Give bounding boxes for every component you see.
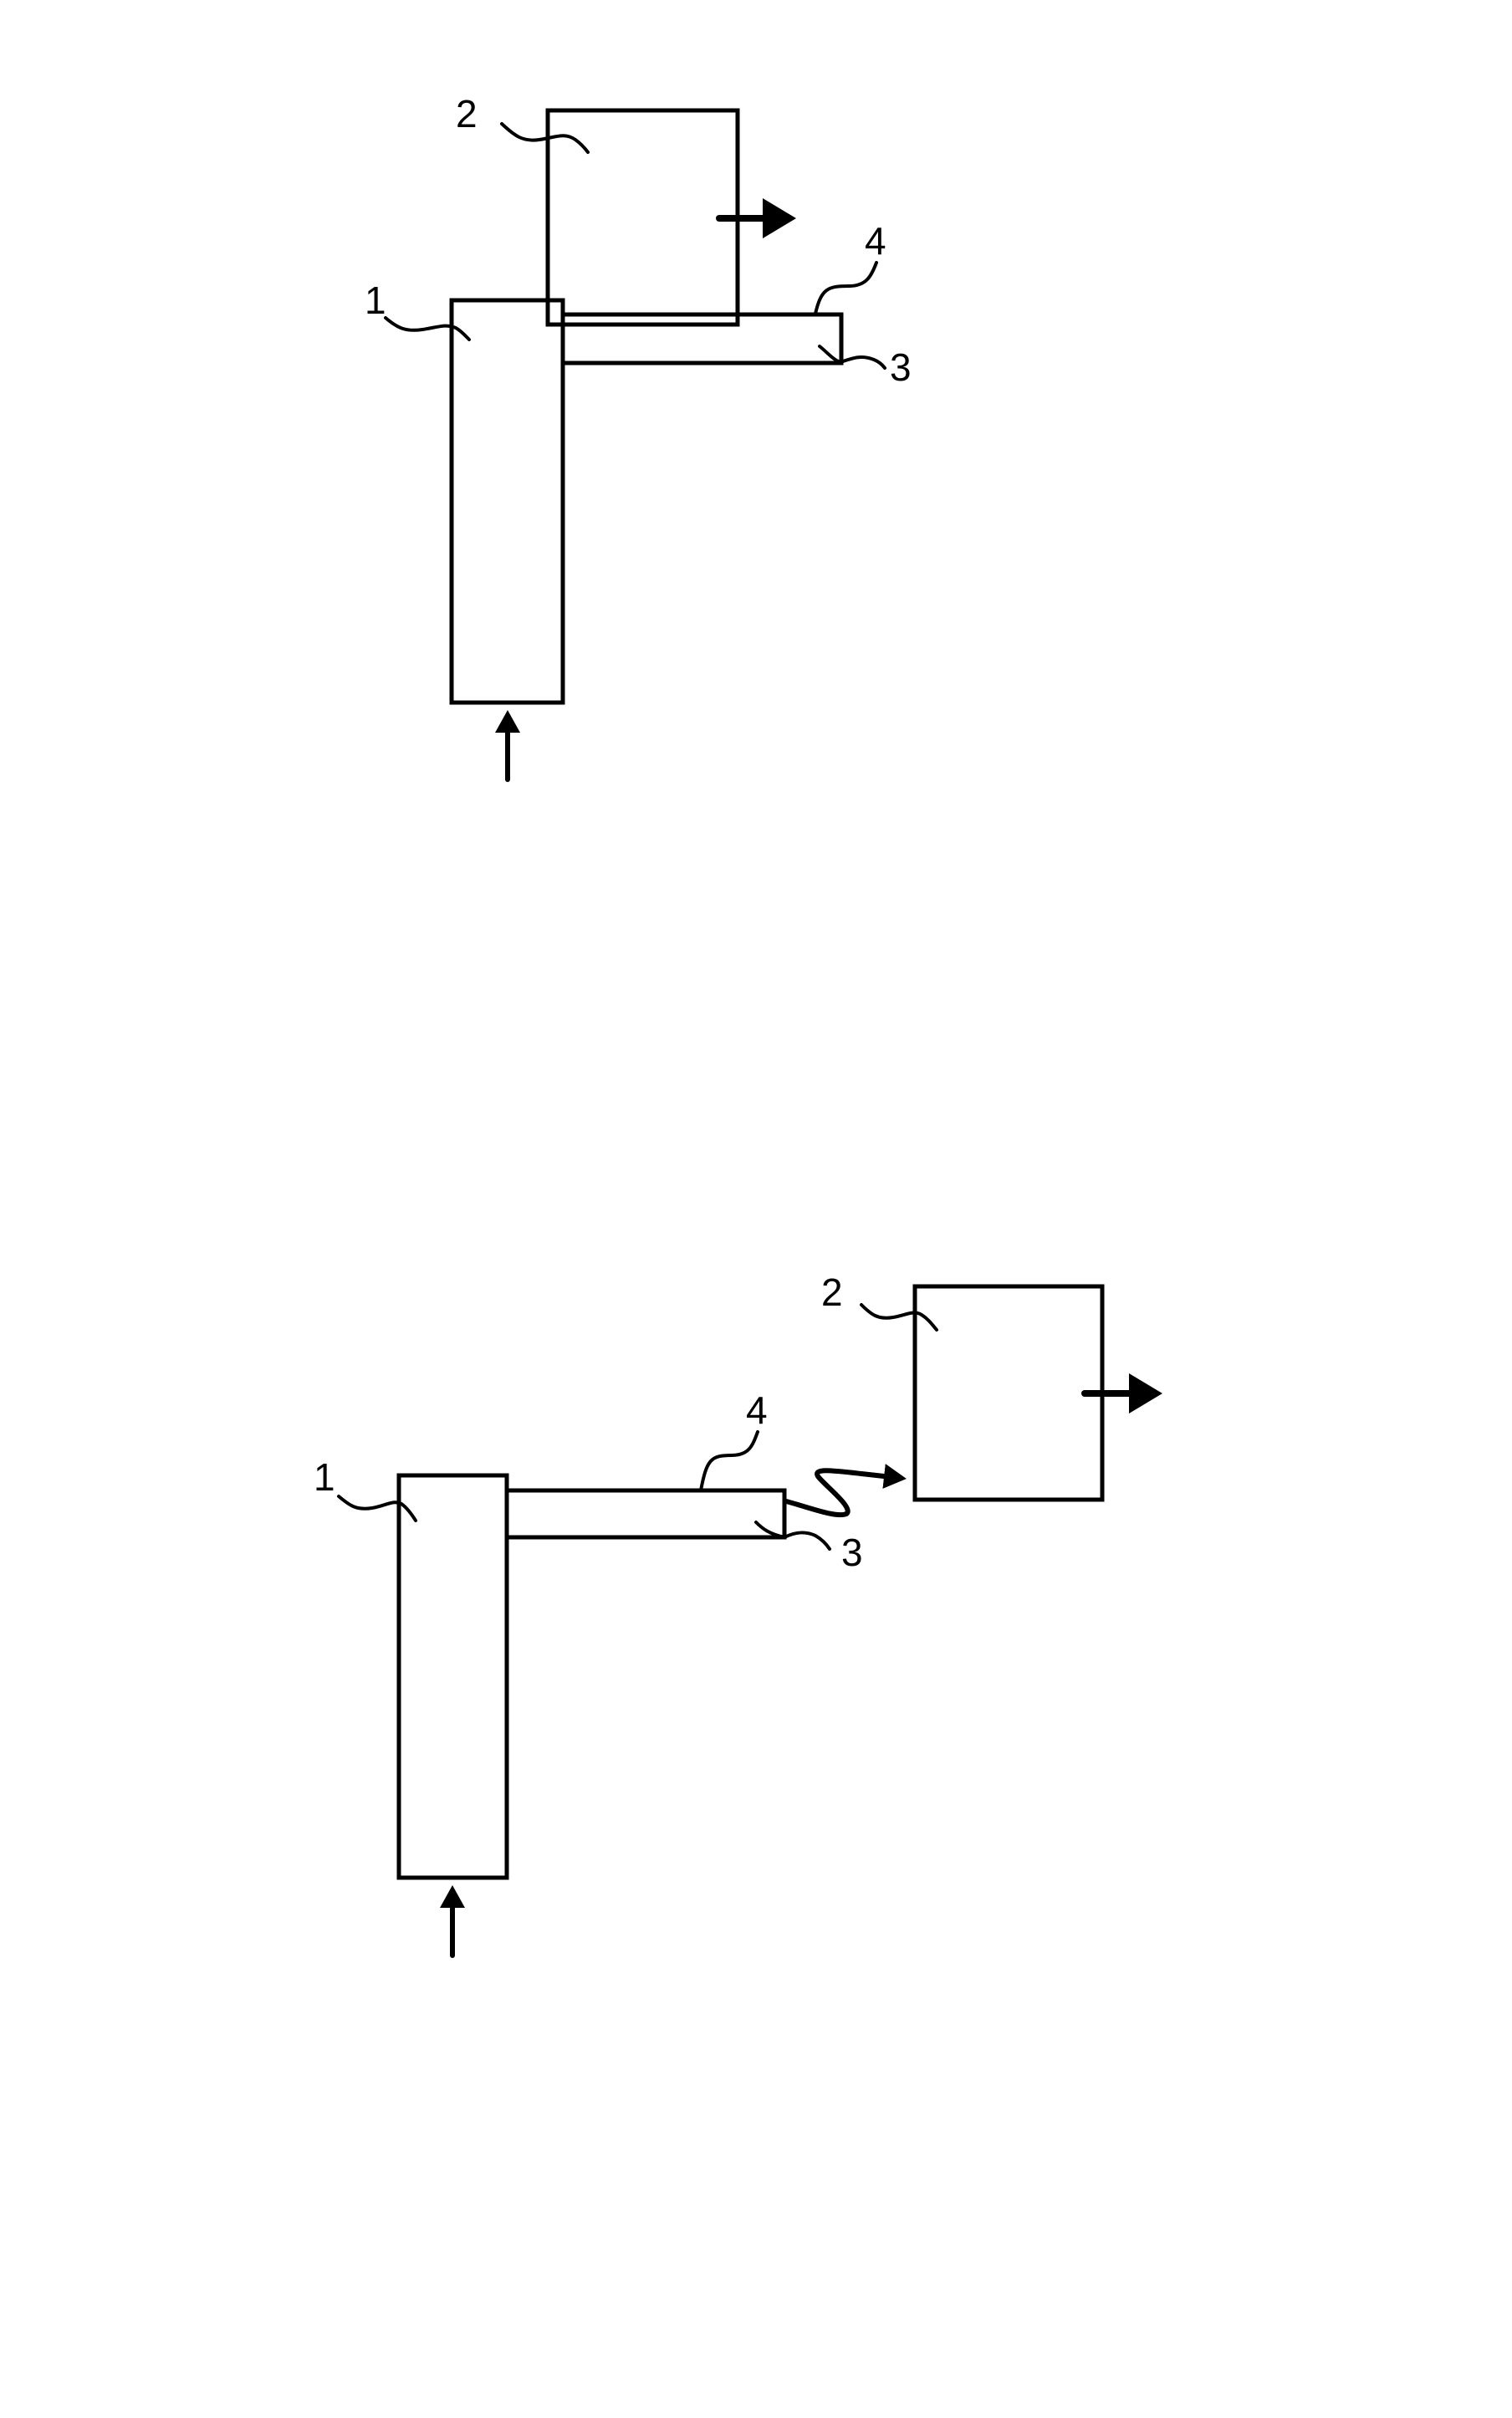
leader-2: [500, 122, 590, 154]
component-2-box: [912, 1284, 1105, 1502]
component-1-box: [449, 298, 565, 705]
leader-4: [814, 261, 878, 315]
leader-2: [860, 1303, 938, 1332]
leader-4: [699, 1430, 759, 1492]
label-4: 4: [746, 1388, 768, 1432]
label-2: 2: [821, 1270, 843, 1314]
component-1-box: [396, 1473, 509, 1880]
leader-3: [754, 1521, 831, 1551]
label-1: 1: [365, 279, 386, 322]
figure-bottom: 2 1 4 3: [314, 1270, 1162, 1958]
leader-3: [818, 345, 886, 370]
transfer-wavy-arrow: [784, 1464, 907, 1518]
leader-1: [337, 1495, 417, 1522]
label-3: 3: [841, 1531, 863, 1574]
label-1: 1: [314, 1455, 335, 1499]
figure-top: 2 1 4 3: [365, 92, 912, 782]
component-2-box: [545, 108, 740, 327]
channel-3-strip: [561, 312, 844, 366]
label-3: 3: [890, 345, 912, 389]
leader-1: [384, 316, 471, 341]
channel-3-strip: [507, 1488, 787, 1540]
label-4: 4: [865, 219, 886, 263]
label-2: 2: [456, 92, 478, 135]
